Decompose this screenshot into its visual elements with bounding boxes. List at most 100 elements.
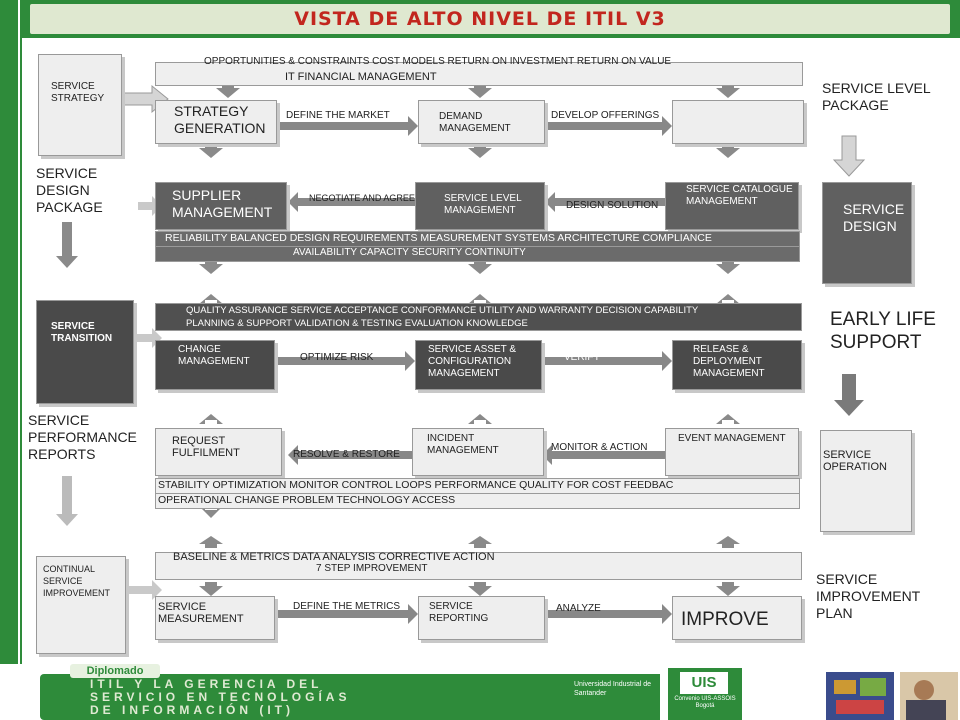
define-metrics-label: DEFINE THE METRICS bbox=[293, 601, 401, 612]
footer-image-1 bbox=[826, 672, 894, 720]
service-strategy-label: SERVICE STRATEGY bbox=[51, 81, 105, 104]
service-strategy-box: SERVICE STRATEGY bbox=[38, 54, 122, 156]
define-market-label: DEFINE THE MARKET bbox=[286, 110, 390, 121]
service-design-package-label: SERVICE DESIGN PACKAGE bbox=[36, 165, 103, 215]
operation-band-1-text: STABILITY OPTIMIZATION MONITOR CONTROL L… bbox=[158, 479, 674, 491]
event-management-box: EVENT MANAGEMENT bbox=[665, 428, 799, 476]
left-down-arrow-1 bbox=[56, 222, 78, 268]
develop-offerings-arrow bbox=[545, 116, 672, 136]
supplier-management-label: SUPPLIER MANAGEMENT bbox=[172, 187, 273, 220]
university-name: Universidad Industrial de Santander bbox=[574, 681, 652, 697]
csi-arrows bbox=[199, 536, 740, 596]
service-catalogue-management-box: SERVICE CATALOGUE MANAGEMENT bbox=[665, 182, 799, 230]
verify-arrow bbox=[540, 351, 672, 371]
resolve-restore-arrow bbox=[288, 445, 412, 465]
service-transition-label: SERVICE TRANSITION bbox=[51, 321, 113, 344]
uis-text: UIS bbox=[680, 672, 728, 694]
transition-band-2-text: PLANNING & SUPPORT VALIDATION & TESTING … bbox=[186, 318, 528, 329]
design-solution-label: DESIGN SOLUTION bbox=[566, 200, 659, 211]
csi-band-1-text: BASELINE & METRICS DATA ANALYSIS CORRECT… bbox=[173, 551, 495, 563]
negotiate-label: NEGOTIATE AND AGREE bbox=[309, 193, 415, 203]
page-title: VISTA DE ALTO NIVEL DE ITIL V3 bbox=[294, 8, 666, 30]
design-band-2 bbox=[155, 246, 800, 262]
service-asset-configuration-box: SERVICE ASSET & CONFIGURATION MANAGEMENT bbox=[415, 340, 542, 390]
service-reporting-label: SERVICE REPORTING bbox=[429, 601, 489, 624]
transition-band bbox=[155, 303, 802, 331]
service-performance-reports-label: SERVICE PERFORMANCE REPORTS bbox=[28, 412, 137, 462]
service-asset-configuration-label: SERVICE ASSET & CONFIGURATION MANAGEMENT bbox=[428, 344, 517, 379]
negotiate-arrow bbox=[288, 192, 415, 212]
service-transition-box: SERVICE TRANSITION bbox=[36, 300, 134, 404]
it-financial-management: IT FINANCIAL MANAGEMENT bbox=[285, 71, 437, 83]
analyze-arrow bbox=[545, 604, 672, 624]
left-right-arrow-csi bbox=[120, 580, 162, 600]
service-measurement-label: SERVICE MEASUREMENT bbox=[158, 601, 244, 625]
demand-management-box: DEMAND MANAGEMENT bbox=[418, 100, 545, 144]
request-fulfilment-label: REQUEST FULFILMENT bbox=[172, 435, 240, 459]
footer: Diplomado ITIL Y LA GERENCIA DEL SERVICI… bbox=[0, 664, 960, 720]
optimize-risk-arrow bbox=[272, 351, 415, 371]
course-line-3: DE INFORMACIÓN (IT) bbox=[90, 703, 294, 717]
offerings-box bbox=[672, 100, 804, 144]
operation-band-2-text: OPERATIONAL CHANGE PROBLEM TECHNOLOGY AC… bbox=[158, 494, 456, 506]
verify-label: VERIFY bbox=[564, 352, 601, 363]
transition-up-arrows bbox=[199, 294, 740, 304]
early-life-support-label: EARLY LIFE SUPPORT bbox=[830, 309, 936, 353]
right-down-arrow-2 bbox=[834, 374, 864, 416]
strategy-generation-label: STRATEGY GENERATION bbox=[174, 103, 266, 136]
service-measurement-box: SERVICE MEASUREMENT bbox=[155, 596, 275, 640]
release-deployment-label: RELEASE & DEPLOYMENT MANAGEMENT bbox=[693, 344, 765, 379]
incident-management-label: INCIDENT MANAGEMENT bbox=[427, 433, 499, 456]
monitor-action-label: MONITOR & ACTION bbox=[551, 442, 648, 453]
request-fulfilment-box: REQUEST FULFILMENT bbox=[155, 428, 282, 476]
change-management-label: CHANGE MANAGEMENT bbox=[178, 344, 250, 367]
define-metrics-arrow bbox=[274, 604, 418, 624]
csi-band-2-text: 7 STEP IMPROVEMENT bbox=[316, 563, 428, 574]
course-line-2: SERVICIO EN TECNOLOGÍAS bbox=[90, 690, 351, 704]
course-banner bbox=[40, 674, 660, 720]
analyze-label: ANALYZE bbox=[556, 603, 601, 614]
service-level-management-box: SERVICE LEVEL MANAGEMENT bbox=[415, 182, 545, 230]
csi-band bbox=[155, 552, 802, 580]
service-design-box: SERVICE DESIGN bbox=[822, 182, 912, 284]
continual-service-improvement-box: CONTINUAL SERVICE IMPROVEMENT bbox=[36, 556, 126, 654]
csi-label: CONTINUAL SERVICE IMPROVEMENT bbox=[43, 564, 111, 598]
design-band-1-text: RELIABILITY BALANCED DESIGN REQUIREMENTS… bbox=[165, 232, 712, 244]
title-panel bbox=[30, 4, 950, 34]
uis-logo: UIS Convenio UIS-ASSOIS Bogotá bbox=[668, 668, 742, 720]
improve-label: IMPROVE bbox=[681, 609, 769, 630]
footer-image-2 bbox=[900, 672, 958, 720]
monitor-action-arrow bbox=[542, 445, 665, 465]
left-down-arrow-2 bbox=[56, 476, 78, 526]
service-reporting-box: SERVICE REPORTING bbox=[418, 596, 545, 640]
change-management-box: CHANGE MANAGEMENT bbox=[155, 340, 275, 390]
develop-offerings-label: DEVELOP OFFERINGS bbox=[551, 110, 660, 121]
release-deployment-box: RELEASE & DEPLOYMENT MANAGEMENT bbox=[672, 340, 802, 390]
transition-band-1-text: QUALITY ASSURANCE SERVICE ACCEPTANCE CON… bbox=[186, 305, 699, 316]
course-line-1: ITIL Y LA GERENCIA DEL bbox=[90, 677, 323, 691]
improve-box: IMPROVE bbox=[672, 596, 802, 640]
strategy-band-text: OPPORTUNITIES & CONSTRAINTS COST MODELS … bbox=[204, 56, 672, 67]
service-level-package-label: SERVICE LEVEL PACKAGE bbox=[822, 80, 931, 113]
service-operation-label: SERVICE OPERATION bbox=[823, 449, 887, 473]
service-level-management-label: SERVICE LEVEL MANAGEMENT bbox=[444, 193, 522, 216]
design-band-2-text: AVAILABILITY CAPACITY SECURITY CONTINUIT… bbox=[293, 247, 526, 258]
service-design-label: SERVICE DESIGN bbox=[843, 201, 905, 234]
operation-band-2 bbox=[155, 493, 800, 509]
define-market-arrow bbox=[278, 116, 418, 136]
design-solution-arrow bbox=[545, 192, 665, 212]
university-logo: Universidad Industrial de Santander bbox=[568, 674, 660, 720]
diplomado-badge: Diplomado bbox=[70, 664, 160, 678]
left-green-bar bbox=[0, 0, 18, 720]
service-operation-box: SERVICE OPERATION bbox=[820, 430, 912, 532]
strategy-band bbox=[155, 62, 803, 86]
strategy-down-arrows bbox=[199, 84, 740, 158]
supplier-management-box: SUPPLIER MANAGEMENT bbox=[155, 182, 287, 230]
service-catalogue-management-label: SERVICE CATALOGUE MANAGEMENT bbox=[686, 184, 793, 207]
event-management-label: EVENT MANAGEMENT bbox=[678, 433, 786, 444]
resolve-restore-label: RESOLVE & RESTORE bbox=[293, 449, 400, 460]
left-right-arrow-transition bbox=[130, 328, 162, 348]
service-improvement-plan-label: SERVICE IMPROVEMENT PLAN bbox=[816, 571, 920, 621]
right-down-arrow-1 bbox=[832, 135, 866, 177]
demand-management-label: DEMAND MANAGEMENT bbox=[439, 111, 511, 134]
